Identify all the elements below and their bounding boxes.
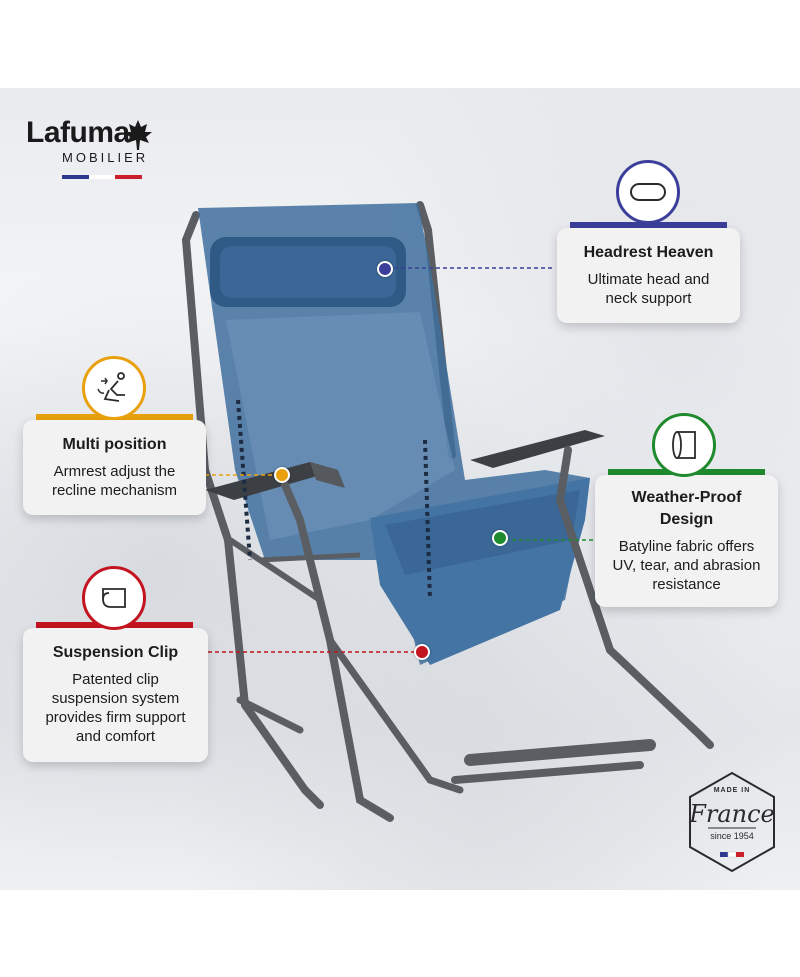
feature-line: UV, tear, and abrasion [612, 557, 761, 574]
maple-leaf-icon [124, 120, 152, 150]
made-in-france-badge: MADE IN France since 1954 [686, 770, 778, 874]
stamp-made-in: MADE IN [713, 787, 751, 794]
feature-title: Headrest Heaven [583, 244, 714, 261]
feature-line: recline mechanism [51, 482, 178, 499]
feature-line: Batyline fabric offers [618, 538, 755, 555]
brand-name: Lafuma [26, 116, 130, 149]
feature-line: Armrest adjust the [53, 463, 176, 480]
stamp-since: since 1954 [710, 831, 754, 841]
feature-title-line2: Design [659, 511, 714, 528]
flag-white [88, 175, 116, 179]
pillow-icon [616, 160, 680, 224]
flag-red [115, 175, 143, 179]
feature-line: Ultimate head and [587, 271, 710, 288]
hotspot-headrest[interactable] [377, 261, 393, 277]
fabric-roll-icon [652, 413, 716, 477]
feature-line: resistance [652, 576, 721, 593]
hotspot-multiposition[interactable] [274, 467, 290, 483]
hotspot-suspension[interactable] [414, 644, 430, 660]
feature-line: neck support [605, 290, 692, 307]
feature-line: and comfort [75, 728, 156, 745]
feature-line: suspension system [51, 690, 180, 707]
feature-card-multiposition: Multi position Armrest adjust the reclin… [23, 420, 206, 515]
recline-person-icon [82, 356, 146, 420]
feature-card-weather: Weather-Proof Design Batyline fabric off… [595, 475, 778, 607]
headrest-accent-bar [570, 222, 727, 228]
clip-icon [82, 566, 146, 630]
feature-title: Weather-Proof [631, 489, 742, 506]
flag-blue [62, 175, 89, 179]
feature-line: Patented clip [72, 671, 159, 688]
feature-line: provides firm support [45, 709, 186, 726]
feature-title: Multi position [62, 436, 167, 453]
hexagon-badge-icon [689, 771, 775, 873]
feature-title: Suspension Clip [52, 644, 179, 661]
feature-card-suspension: Suspension Clip Patented clip suspension… [23, 628, 208, 762]
brand-logo: Lafuma MOBILIER [26, 118, 196, 179]
stamp-country: France [689, 800, 775, 828]
brand-flag [62, 175, 143, 179]
brand-sub: MOBILIER [62, 150, 149, 165]
feature-card-headrest: Headrest Heaven Ultimate head and neck s… [557, 228, 740, 323]
hotspot-weather[interactable] [492, 530, 508, 546]
